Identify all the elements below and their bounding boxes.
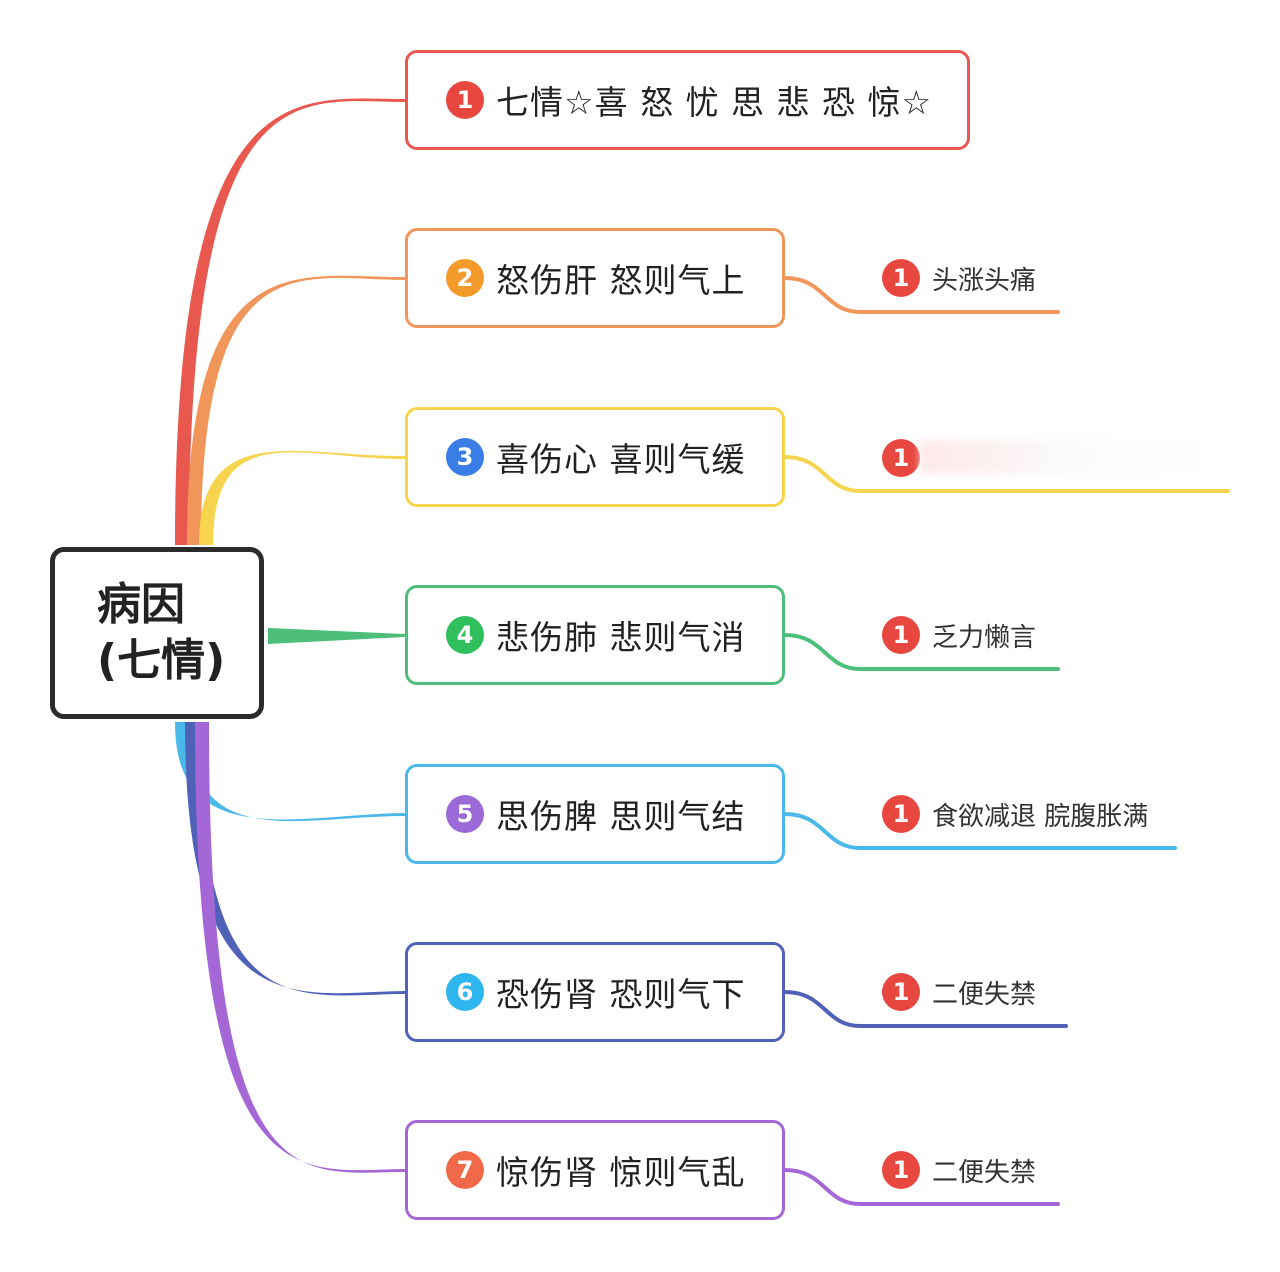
branch-node-1: 1 七情☆喜 怒 忧 思 悲 恐 惊☆ xyxy=(405,50,970,150)
number-badge: 1 xyxy=(882,795,920,833)
root-title: 病因 xyxy=(97,579,185,630)
number-badge: 3 xyxy=(446,438,484,476)
branch-label: 惊伤肾 惊则气乱 xyxy=(496,1153,746,1192)
number-badge: 2 xyxy=(446,259,484,297)
branch-connector-1 xyxy=(175,98,405,545)
branch-node-5: 5 思伤脾 思则气结 xyxy=(405,764,785,864)
number-badge: 1 xyxy=(882,259,920,297)
branch-label: 悲伤肺 悲则气消 xyxy=(496,618,746,657)
branch-label: 思伤脾 思则气结 xyxy=(496,797,746,836)
leaf-node-2: 1 头涨头痛 xyxy=(882,258,1036,298)
branch-node-4: 4 悲伤肺 悲则气消 xyxy=(405,585,785,685)
branch-connector-4 xyxy=(268,628,405,644)
branch-label: 喜伤心 喜则气缓 xyxy=(496,440,746,479)
leaf-label: 头涨头痛 xyxy=(932,265,1037,296)
branch-connector-3 xyxy=(199,450,405,545)
number-badge: 1 xyxy=(446,81,484,119)
leaf-connector-2 xyxy=(783,276,1060,314)
redacted-text-blur xyxy=(920,440,1210,474)
leaf-node-5: 1 食欲减退 脘腹胀满 xyxy=(882,794,1148,834)
leaf-connector-7 xyxy=(783,1168,1060,1206)
leaf-connector-3 xyxy=(783,455,1230,493)
number-badge: 5 xyxy=(446,795,484,833)
root-subtitle: (七情) xyxy=(97,635,226,686)
leaf-label: 乏力懒言 xyxy=(932,622,1037,653)
number-badge: 6 xyxy=(446,973,484,1011)
branch-node-7: 7 惊伤肾 惊则气乱 xyxy=(405,1120,785,1220)
leaf-node-3: 1 xyxy=(882,438,932,478)
branch-node-3: 3 喜伤心 喜则气缓 xyxy=(405,407,785,507)
branch-connector-2 xyxy=(187,275,405,545)
leaf-label: 食欲减退 脘腹胀满 xyxy=(932,801,1149,832)
branch-node-2: 2 怒伤肝 怒则气上 xyxy=(405,228,785,328)
branch-node-6: 6 恐伤肾 恐则气下 xyxy=(405,942,785,1042)
branch-label: 怒伤肝 怒则气上 xyxy=(496,261,746,300)
leaf-node-6: 1 二便失禁 xyxy=(882,972,1036,1012)
leaf-node-7: 1 二便失禁 xyxy=(882,1150,1036,1190)
branch-connector-7 xyxy=(195,722,405,1173)
root-node: 病因 (七情) xyxy=(50,547,264,719)
leaf-connector-4 xyxy=(783,633,1060,671)
branch-label: 恐伤肾 恐则气下 xyxy=(496,975,746,1014)
number-badge: 1 xyxy=(882,439,920,477)
number-badge: 4 xyxy=(446,616,484,654)
number-badge: 1 xyxy=(882,616,920,654)
leaf-node-4: 1 乏力懒言 xyxy=(882,615,1036,655)
branch-label: 七情☆喜 怒 忧 思 悲 恐 惊☆ xyxy=(496,83,933,122)
number-badge: 1 xyxy=(882,1151,920,1189)
number-badge: 7 xyxy=(446,1151,484,1189)
leaf-connector-6 xyxy=(783,990,1068,1028)
number-badge: 1 xyxy=(882,973,920,1011)
leaf-label: 二便失禁 xyxy=(932,979,1037,1010)
leaf-label: 二便失禁 xyxy=(932,1157,1037,1188)
leaf-connector-5 xyxy=(783,812,1177,850)
